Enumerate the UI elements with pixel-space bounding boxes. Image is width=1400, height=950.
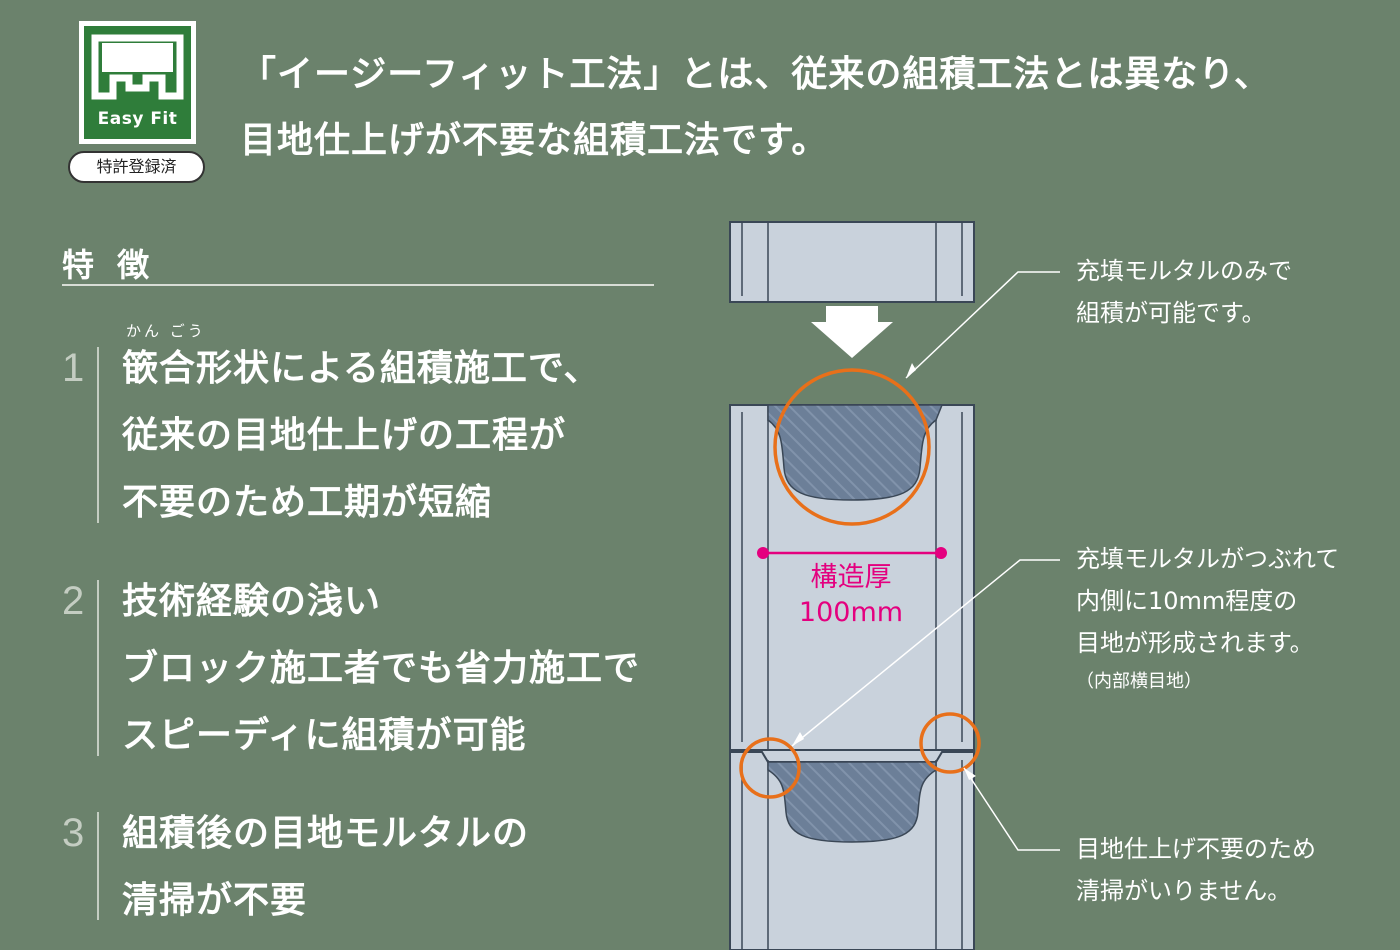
feature-bar [97, 580, 99, 756]
dimension-label: 構造厚 100mm [786, 560, 916, 630]
features-heading: 特 徴 [62, 246, 156, 284]
feature-number: 1 [62, 346, 85, 390]
highlight-circle-top [773, 368, 931, 526]
callout-note: （内部横目地） [1076, 671, 1202, 692]
callout-no-cleaning: 目地仕上げ不要のため 清掃がいりません。 [1076, 828, 1316, 912]
feature-line: 組積後の目地モルタルの [122, 813, 530, 854]
feature-line: スピーディに組積が可能 [122, 715, 527, 756]
block-cross-section-diagram [729, 221, 1060, 950]
logo-brand-text: Easy Fit [97, 109, 178, 129]
features-divider [62, 284, 654, 286]
feature-line: 篏合形状による組積施工で、 [122, 348, 601, 389]
feature-text: 技術経験の浅い ブロック施工者でも省力施工で スピーディに組積が可能 [122, 568, 640, 769]
headline-line-2: 目地仕上げが不要な組積工法です。 [240, 120, 829, 161]
dimension-name: 構造厚 [810, 562, 892, 593]
patent-badge: 特許登録済 [68, 151, 205, 183]
logo-mark: Easy Fit [84, 26, 191, 139]
dimension-end-right [935, 547, 947, 559]
fill-mortar-lower [767, 761, 937, 843]
upper-block [729, 221, 975, 303]
feature-number: 3 [62, 811, 85, 855]
feature-text: 組積後の目地モルタルの 清掃が不要 [122, 800, 529, 934]
down-arrow-icon [811, 306, 893, 358]
feature-number: 2 [62, 579, 85, 623]
feature-line: 技術経験の浅い [122, 581, 382, 622]
feature-line: 従来の目地仕上げの工程が [122, 415, 567, 456]
feature-line: 不要のため工期が短縮 [122, 482, 493, 523]
headline: 「イージーフィット工法」とは、従来の組積工法とは異なり、 目地仕上げが不要な組積… [240, 42, 1370, 174]
easy-fit-logo: Easy Fit [79, 21, 196, 144]
feature-bar [97, 812, 99, 920]
callout-line: 組積が可能です。 [1076, 299, 1266, 327]
dimension-value: 100mm [798, 597, 904, 628]
ruby-reading: かん ごう [126, 322, 206, 340]
leader-lines [791, 271, 1060, 851]
feature-line: ブロック施工者でも省力施工で [122, 648, 641, 689]
feature-bar [97, 347, 99, 523]
highlight-circle-right [919, 712, 981, 774]
callout-fill-mortar: 充填モルタルのみで 組積が可能です。 [1076, 250, 1292, 334]
callout-line: 清掃がいりません。 [1076, 877, 1292, 905]
callout-line: 内側に10mm程度の [1076, 587, 1298, 615]
headline-line-1: 「イージーフィット工法」とは、従来の組積工法とは異なり、 [240, 54, 1271, 95]
callout-line: 充填モルタルがつぶれて [1076, 545, 1340, 573]
dimension-end-left [757, 547, 769, 559]
block-shape-icon [91, 34, 184, 100]
highlight-circle-left [739, 737, 801, 799]
callout-line: 目地仕上げ不要のため [1076, 835, 1316, 863]
callout-inner-joint: 充填モルタルがつぶれて 内側に10mm程度の 目地が形成されます。 （内部横目地… [1076, 538, 1339, 700]
callout-line: 目地が形成されます。 [1076, 629, 1314, 657]
callout-line: 充填モルタルのみで [1076, 257, 1292, 285]
fill-mortar-upper [767, 404, 944, 501]
feature-text: 篏合形状による組積施工で、 従来の目地仕上げの工程が 不要のため工期が短縮 [122, 335, 600, 536]
feature-line: 清掃が不要 [122, 880, 308, 921]
